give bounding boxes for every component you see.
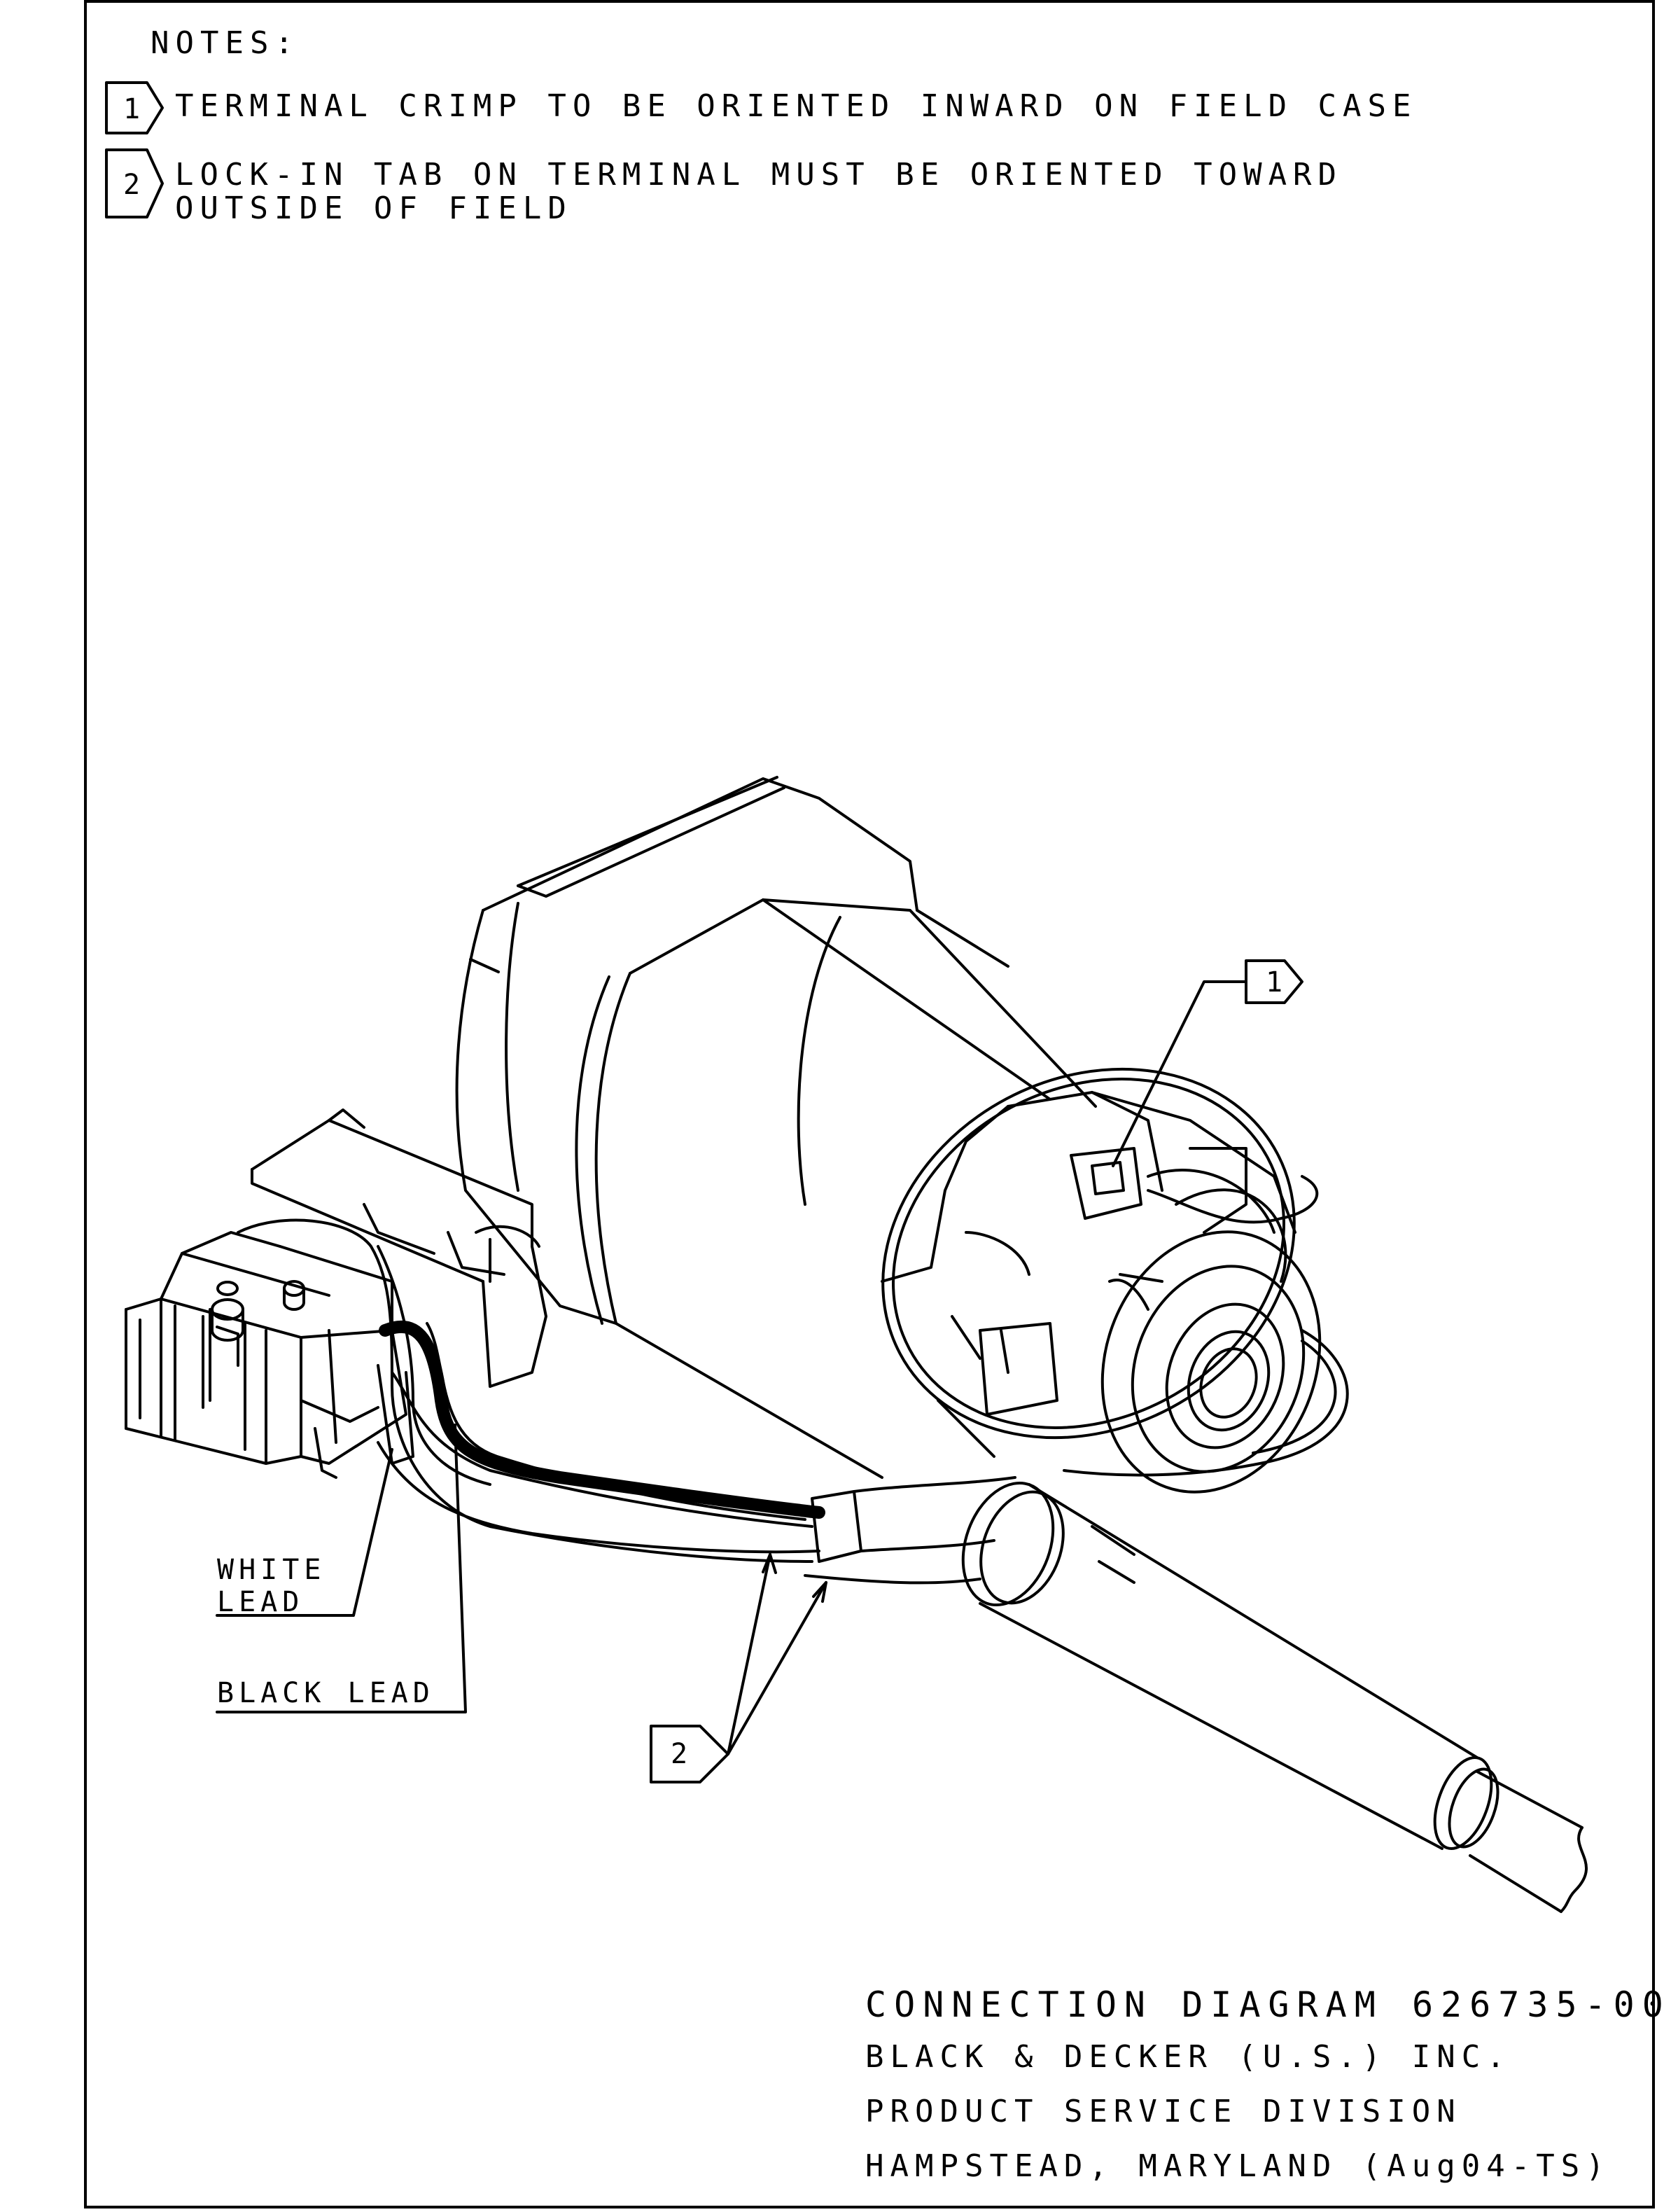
- motor-housing: [455, 776, 1097, 1479]
- note-flag-1-number: 1: [123, 93, 141, 125]
- terminal-loop: [1147, 1175, 1319, 1224]
- leader-flag-2: [727, 1553, 827, 1755]
- title-block-company: BLACK & DECKER (U.S.) INC.: [865, 2039, 1511, 2075]
- switch-bracket: [251, 1108, 547, 1388]
- notes-title: NOTES:: [151, 25, 300, 61]
- note-flag-2: [105, 148, 164, 218]
- drawing-frame: [84, 0, 1655, 2208]
- switch-body: [125, 1203, 435, 1479]
- diagram-flag-1: [1245, 959, 1303, 1004]
- white-lead-label-line1: WHITE: [217, 1554, 326, 1586]
- note-2-text-line1: LOCK-IN TAB ON TERMINAL MUST BE ORIENTED…: [175, 157, 1343, 193]
- callout-flag-1-number: 1: [1265, 966, 1283, 999]
- white-lead-label-line2: LEAD: [217, 1586, 305, 1618]
- title-block-division: PRODUCT SERVICE DIVISION: [865, 2094, 1462, 2129]
- black-lead-label: BLACK LEAD: [217, 1677, 435, 1709]
- note-2-text-line2: OUTSIDE OF FIELD: [175, 190, 573, 226]
- note-flag-2-number: 2: [123, 169, 141, 201]
- title-block-diagram: CONNECTION DIAGRAM 626735-00: [865, 1984, 1671, 2025]
- callout-flag-2-number: 2: [670, 1738, 688, 1770]
- leader-black-lead: [216, 1424, 467, 1713]
- leader-flag-1: [1112, 980, 1247, 1167]
- black-lead: [379, 1321, 825, 1519]
- end-bell: [881, 1067, 1296, 1458]
- power-cord: [961, 1481, 1588, 1913]
- leads: [237, 1218, 1016, 1585]
- diagram-flag-2: [650, 1725, 729, 1783]
- bearing: [1100, 1230, 1322, 1494]
- note-1-text: TERMINAL CRIMP TO BE ORIENTED INWARD ON …: [175, 88, 1418, 124]
- leader-white-lead: [216, 1448, 393, 1617]
- title-block-location: HAMPSTEAD, MARYLAND (Aug04-TS): [865, 2148, 1611, 2184]
- note-flag-1: [105, 81, 164, 134]
